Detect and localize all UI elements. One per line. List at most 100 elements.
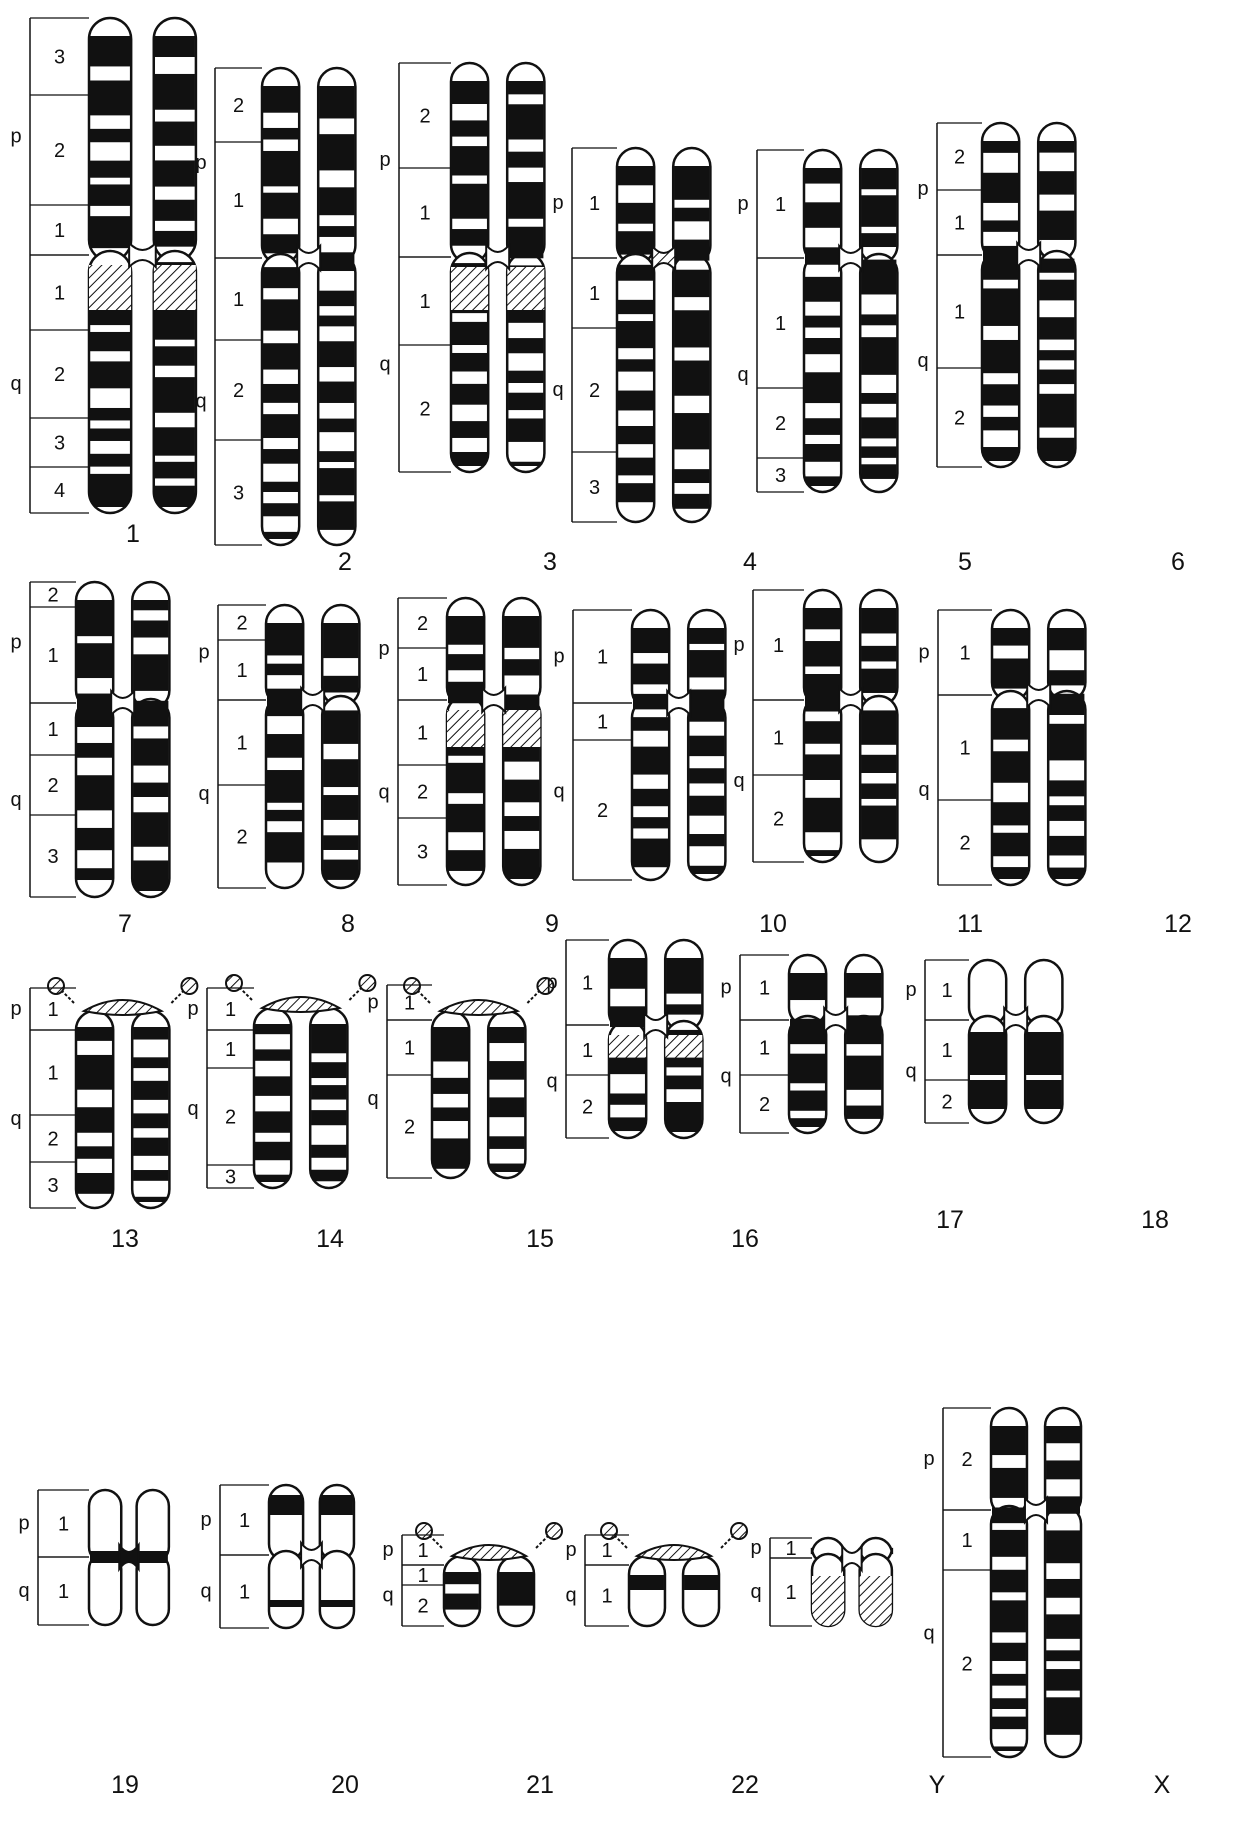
dark-band (1039, 141, 1074, 153)
p-region-label: 1 (954, 213, 965, 235)
p-arm-label: p (198, 642, 209, 664)
chromosome-number: 18 (1141, 1206, 1169, 1234)
q-arm-label: q (378, 782, 389, 804)
p-arm-label: p (200, 1509, 211, 1531)
satellite-stalk (62, 991, 74, 1003)
dark-band (489, 1136, 524, 1149)
centromere (842, 1546, 861, 1570)
dark-band (993, 833, 1028, 856)
dark-band (263, 128, 298, 140)
band-group (684, 1575, 718, 1590)
p-arm-chromatid (1048, 610, 1085, 701)
q-region-label: 2 (582, 1097, 593, 1119)
centromere (119, 1545, 138, 1569)
chromosome-number: 8 (341, 910, 355, 938)
dark-band (689, 628, 724, 644)
chromosome-number: 9 (545, 910, 559, 938)
q-arm-label: q (720, 1066, 731, 1088)
dark-band (983, 220, 1018, 231)
dark-band (666, 1004, 701, 1014)
dark-band (805, 277, 840, 302)
p-arm-label: p (367, 992, 378, 1014)
dark-band (1046, 1579, 1080, 1598)
dark-band (1049, 868, 1084, 879)
dark-band (993, 751, 1028, 783)
dark-band (319, 134, 354, 170)
dark-band (805, 721, 840, 744)
q-arm-label: q (553, 781, 564, 803)
dark-band (319, 226, 354, 237)
dark-band (319, 86, 354, 118)
dark-band (1046, 1496, 1080, 1513)
dark-band (993, 658, 1028, 688)
dark-band (508, 371, 543, 383)
p-arm-chromatid (503, 598, 540, 706)
q-region-label: 1 (417, 723, 428, 745)
dark-band (133, 1197, 168, 1202)
dark-band (77, 868, 112, 880)
p-region-label: 1 (236, 660, 247, 682)
dark-band (133, 738, 168, 765)
satellite (731, 1523, 747, 1539)
dark-band (138, 1551, 168, 1563)
dark-band (267, 664, 302, 675)
dark-band (1049, 805, 1084, 821)
dark-band (610, 1117, 645, 1131)
chromosome-7: 21123pq7 (10, 582, 169, 938)
dark-band (155, 427, 195, 455)
q-region-label: 3 (47, 1175, 58, 1197)
dark-band (805, 202, 840, 228)
centromere (1017, 243, 1040, 267)
centromere (667, 691, 690, 715)
q-arm-label: q (923, 1623, 934, 1645)
dark-band (133, 701, 168, 727)
p-region-label: 1 (404, 993, 415, 1015)
p-region-label: 1 (601, 1540, 612, 1562)
dark-band (970, 1032, 1005, 1109)
p-arm-label: p (187, 998, 198, 1020)
dark-band (633, 839, 668, 868)
dark-band (452, 353, 487, 372)
q-region-label: 1 (597, 712, 608, 734)
dark-band (311, 1085, 346, 1099)
dark-band (319, 468, 354, 495)
p-arm-label: p (195, 152, 206, 174)
dark-band (319, 451, 354, 462)
dark-band (618, 359, 653, 371)
dark-band (983, 417, 1018, 430)
dark-band (805, 372, 840, 403)
dark-band (684, 1575, 718, 1590)
dark-band (133, 1138, 168, 1156)
dark-band (805, 754, 840, 780)
dark-band (445, 1594, 479, 1610)
q-region-label: 4 (54, 480, 65, 502)
chromosome-21: 112pq21 (382, 1523, 562, 1799)
dark-band (1039, 438, 1074, 461)
p-region-label: 1 (597, 647, 608, 669)
dark-band (508, 104, 543, 139)
dark-band (805, 850, 840, 856)
dark-band (630, 1575, 664, 1590)
dark-band (1049, 780, 1084, 796)
dark-band (133, 812, 168, 846)
band-group (507, 81, 544, 466)
q-region-label: 2 (236, 827, 247, 849)
dark-band (133, 783, 168, 797)
chromosome-x: 212pqX (923, 1408, 1170, 1799)
dark-band (992, 1717, 1026, 1729)
band-group (970, 1032, 1005, 1109)
p-region-label: 1 (47, 999, 58, 1021)
dark-band (633, 747, 668, 775)
chromosome-4: 1123pq4 (552, 148, 757, 576)
dark-band (90, 161, 130, 178)
dark-band (504, 849, 539, 879)
dark-band (155, 122, 195, 146)
satellite (416, 1523, 432, 1539)
dark-band (263, 503, 298, 516)
dark-band (633, 789, 668, 806)
band-group (861, 168, 896, 479)
chromosome-12: 112pq12 (918, 610, 1191, 938)
satellite-stalk (418, 991, 430, 1003)
p-region-label: 1 (589, 193, 600, 215)
